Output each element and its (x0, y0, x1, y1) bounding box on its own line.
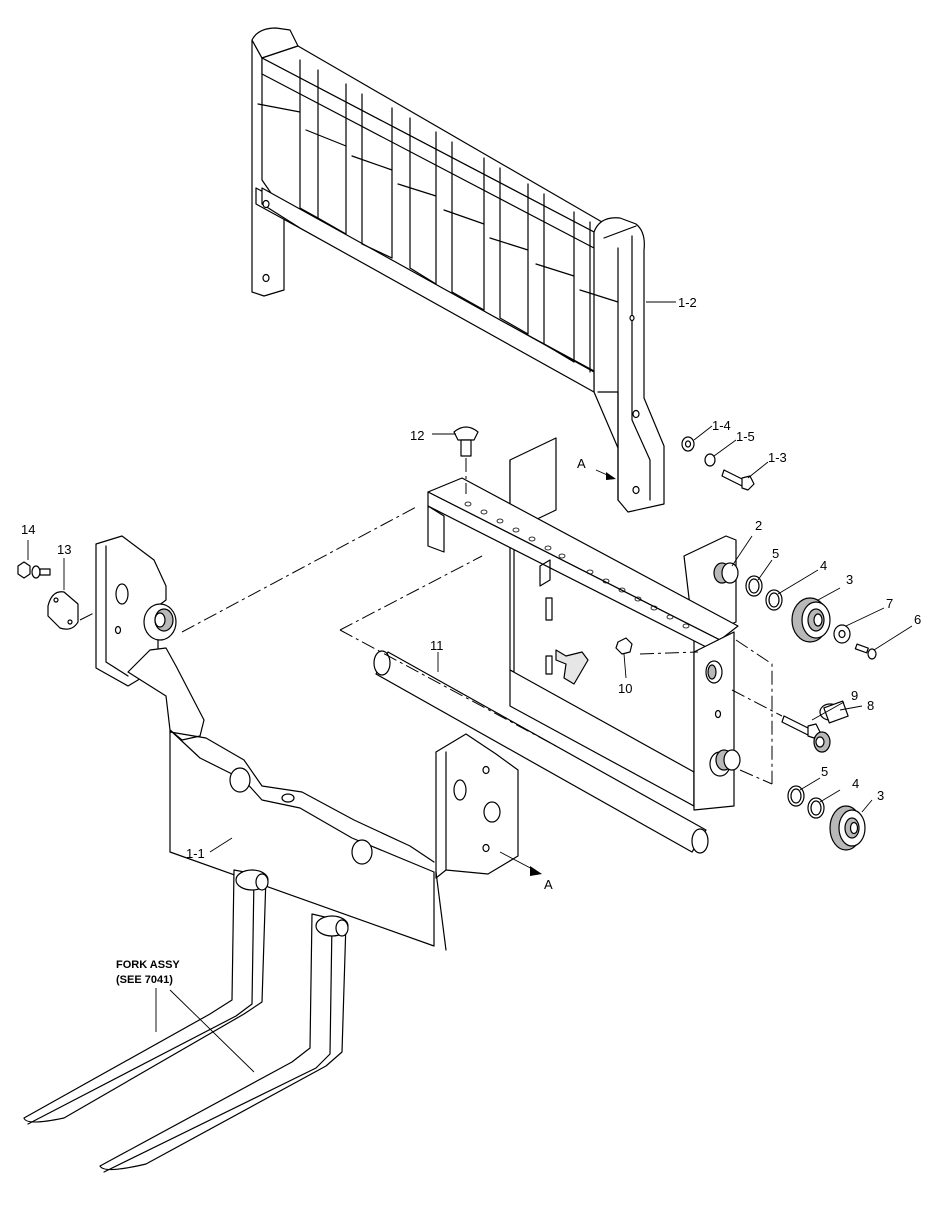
callout-1-1: 1-1 (186, 846, 205, 861)
adjustment-holes (464, 501, 690, 629)
cover-plate-13 (47, 591, 79, 630)
note-line-1: FORK ASSY (116, 959, 180, 971)
carriage-bolt-12 (453, 426, 479, 494)
callout-13: 13 (57, 542, 71, 557)
load-backrest (251, 27, 665, 513)
note-line-2: (SEE 7041) (116, 974, 173, 986)
backrest-fasteners (681, 436, 755, 491)
carriage-assembly (427, 437, 741, 811)
callout-a-bottom: A (544, 877, 553, 892)
callout-6: 6 (914, 612, 921, 627)
bolt-14 (17, 561, 51, 579)
callout-11: 11 (430, 638, 444, 653)
callout-9: 9 (851, 688, 858, 703)
center-lines (79, 505, 783, 785)
callout-2: 2 (755, 518, 762, 533)
callout-4-bottom: 4 (852, 776, 859, 791)
callout-4-top: 4 (820, 558, 827, 573)
fork-right (99, 913, 349, 1173)
callout-3-bottom: 3 (877, 788, 884, 803)
callout-5-bottom: 5 (821, 764, 828, 779)
callout-5-top: 5 (772, 546, 779, 561)
callout-8: 8 (867, 698, 874, 713)
callout-1-4: 1-4 (712, 418, 731, 433)
section-arrow-a-bottom (499, 851, 542, 876)
callout-3-top: 3 (846, 572, 853, 587)
callout-10: 10 (618, 681, 632, 696)
section-arrow-a-top (595, 469, 616, 480)
callout-1-5: 1-5 (736, 429, 755, 444)
fork-left (23, 869, 269, 1125)
shaft-11 (373, 650, 709, 854)
hardware-upper (745, 575, 877, 660)
callout-7: 7 (886, 596, 893, 611)
leader-lines (27, 301, 913, 1073)
fork-assy-note: FORK ASSY (SEE 7041) (116, 959, 180, 986)
callout-14: 14 (21, 522, 35, 537)
fork-frame (95, 535, 519, 951)
callout-labels: 1-2 1-4 1-5 1-3 12 A 2 5 4 3 7 6 14 13 1… (21, 295, 921, 892)
callout-1-3: 1-3 (768, 450, 787, 465)
callout-a-top: A (577, 456, 586, 471)
callout-1-2: 1-2 (678, 295, 697, 310)
callout-12: 12 (410, 428, 424, 443)
hardware-mid (781, 700, 849, 753)
hardware-lower (787, 785, 866, 851)
